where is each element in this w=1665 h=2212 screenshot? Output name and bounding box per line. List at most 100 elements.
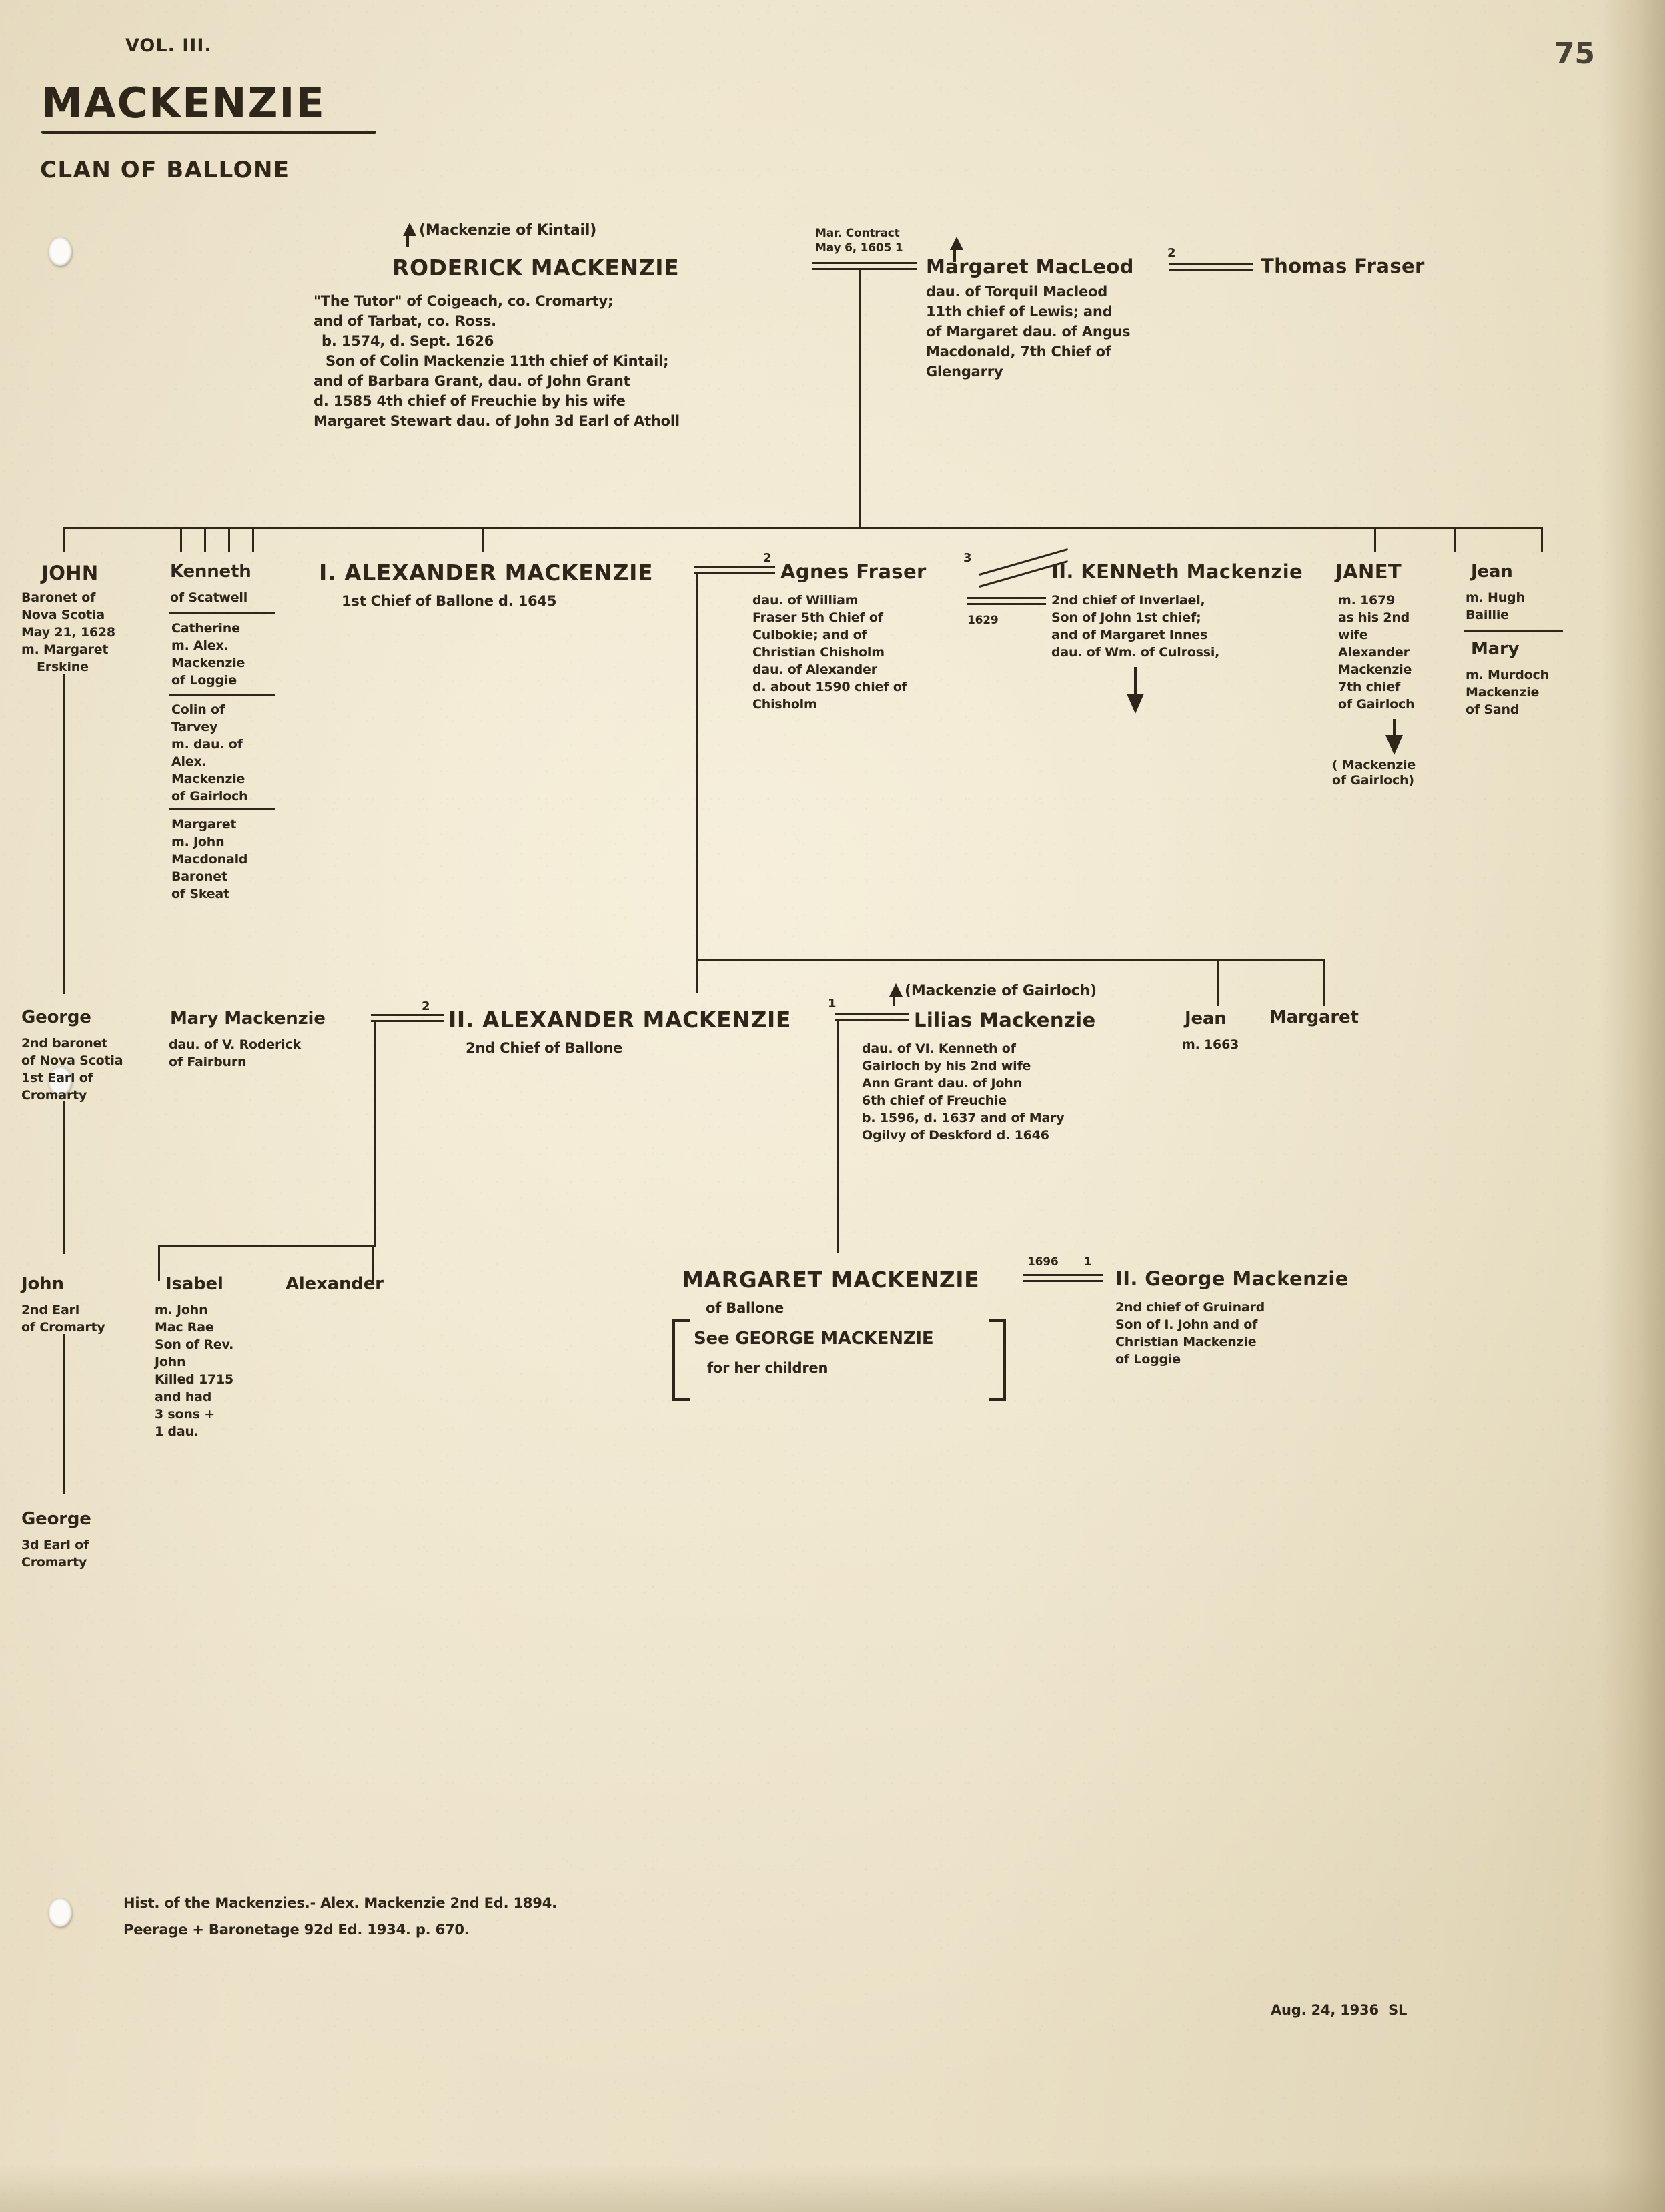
kenneth-inv-arrow-stem <box>1134 667 1137 698</box>
descent-line-mary-alexander <box>374 1021 376 1247</box>
descent-line-john <box>63 674 65 994</box>
kenneth-child2-l0: Margaret <box>171 817 237 832</box>
gen2-john-detail-3: m. Margaret <box>21 642 109 657</box>
macleod-arrow-up-icon <box>950 237 963 250</box>
lilias-detail-5: Ogilvy of Deskford d. 1646 <box>862 1128 1049 1143</box>
janet-detail-4: Mackenzie <box>1338 662 1412 677</box>
page-bottom-shadow <box>0 2165 1665 2212</box>
gen2-john-detail-2: May 21, 1628 <box>21 625 115 640</box>
isabel-detail-2: Son of Rev. <box>155 1337 234 1352</box>
agnes-detail-5: d. about 1590 chief of <box>752 680 907 694</box>
gen3-mary-detail-1: of Fairburn <box>169 1055 247 1069</box>
macleod-arrow-stem <box>953 247 956 262</box>
lilias-detail-2: Ann Grant dau. of John <box>862 1076 1022 1091</box>
gairloch-arrow-up-icon <box>889 983 903 997</box>
kenneth-child2-l1: m. John <box>171 835 225 849</box>
gen3-margaret-name: Margaret <box>1269 1007 1359 1027</box>
page-right-shadow <box>1601 0 1665 2212</box>
gen2-mary-name: Mary <box>1471 639 1520 659</box>
gen2-john-detail-4: Erskine <box>37 660 89 674</box>
mary-detail-0: m. Murdoch <box>1466 668 1549 682</box>
marriage-equals-alexander2-lilias <box>835 1013 909 1021</box>
page-title: MACKENZIE <box>41 79 326 127</box>
kenneth-child0-l1: m. Alex. <box>171 638 229 653</box>
kenneth-child1-l4: Mackenzie <box>171 772 245 786</box>
mary-detail-2: of Sand <box>1466 702 1520 717</box>
gen5-george-detail-0: 3d Earl of <box>21 1538 89 1552</box>
roderick-detail-4: and of Barbara Grant, dau. of John Grant <box>314 373 630 389</box>
macleod-detail-3: Macdonald, 7th Chief of <box>926 344 1111 360</box>
jean-mary-bus <box>1454 527 1541 529</box>
gen3-lilias-name: Lilias Mackenzie <box>914 1009 1096 1031</box>
kenneth-inv-detail-2: and of Margaret Innes <box>1051 628 1208 642</box>
kenneth-child2-l2: Macdonald <box>171 852 248 867</box>
gen3-stub-alexander <box>696 959 698 993</box>
margaret-macleod-name: Margaret MacLeod <box>926 255 1134 278</box>
gen5-george-detail-1: Cromarty <box>21 1555 87 1570</box>
macleod-detail-2: of Margaret dau. of Angus <box>926 324 1131 340</box>
kenneth-child0-l0: Catherine <box>171 621 240 636</box>
gen2-janet-name: JANET <box>1335 560 1402 583</box>
marriage-equals-mary-alexander2 <box>371 1014 444 1022</box>
gen4-george-mk-name: II. George Mackenzie <box>1115 1267 1349 1290</box>
descent-line-alexander <box>696 572 698 959</box>
gairloch-arrow-stem <box>893 994 895 1006</box>
janet-detail-0: m. 1679 <box>1338 593 1396 608</box>
roderick-detail-1: and of Tarbat, co. Ross. <box>314 313 496 329</box>
roderick-detail-5: d. 1585 4th chief of Freuchie by his wif… <box>314 393 626 409</box>
gen4-john-name: John <box>21 1274 64 1294</box>
gen2-john-name: JOHN <box>41 562 99 584</box>
jean-mary-rule <box>1464 630 1563 632</box>
gen4-john-detail-0: 2nd Earl <box>21 1303 80 1317</box>
gen3-stub-margaret <box>1323 959 1325 1006</box>
kenneth-inv-arrow-down-icon <box>1127 694 1144 714</box>
kenneth-inv-detail-0: 2nd chief of Inverlael, <box>1051 593 1205 608</box>
kenneth-child1-l5: of Gairloch <box>171 789 248 804</box>
george-detail-2: 1st Earl of <box>21 1071 93 1085</box>
roderick-detail-2: b. 1574, d. Sept. 1626 <box>322 333 494 349</box>
ancestor-arrow-stem <box>406 233 409 247</box>
george-mk-detail-2: Christian Mackenzie <box>1115 1335 1257 1349</box>
gen2-john-detail-1: Nova Scotia <box>21 608 105 622</box>
gen2-kenneth-detail-0: of Scatwell <box>170 590 248 605</box>
marriage-equals-margaret-thomas <box>1169 263 1253 271</box>
gairloch-ancestor-ref: (Mackenzie of Gairloch) <box>905 983 1097 999</box>
kenneth-child0-l3: of Loggie <box>171 673 237 688</box>
gen2-john-detail-0: Baronet of <box>21 590 96 605</box>
gen2-alexander-name: I. ALEXANDER MACKENZIE <box>319 560 654 586</box>
marriage-contract-line-1: May 6, 1605 1 <box>815 241 903 255</box>
gen3-stub-jean <box>1217 959 1219 1006</box>
thomas-fraser-name: Thomas Fraser <box>1261 255 1425 278</box>
george-mk-detail-0: 2nd chief of Gruinard <box>1115 1300 1265 1315</box>
gen4-stub-isabel <box>158 1245 160 1281</box>
volume-label: VOL. III. <box>125 35 212 56</box>
source-line-0: Hist. of the Mackenzies.- Alex. Mackenzi… <box>123 1895 557 1911</box>
agnes-detail-6: Chisholm <box>752 697 817 712</box>
descent-line-gen1 <box>859 270 861 527</box>
punch-hole-top <box>48 237 72 266</box>
janet-detail-2: wife <box>1338 628 1368 642</box>
kenneth-child1-l0: Colin of <box>171 702 225 717</box>
roderick-detail-3: Son of Colin Mackenzie 11th chief of Kin… <box>326 353 669 369</box>
gen3-george-name: George <box>21 1007 91 1027</box>
gen2-stub-john <box>63 527 65 552</box>
isabel-detail-3: John <box>155 1355 186 1369</box>
jean-detail-1: Baillie <box>1466 608 1509 622</box>
gen3-jean-detail-0: m. 1663 <box>1182 1037 1239 1052</box>
gen4-alexander-name: Alexander <box>286 1274 384 1294</box>
margaret-macleod-marriage-index: 2 <box>1167 246 1176 260</box>
gen3-mary-detail-0: dau. of V. Roderick <box>169 1037 301 1052</box>
gen3-jean-name: Jean <box>1185 1009 1227 1029</box>
kenneth-child2-l3: Baronet <box>171 869 227 884</box>
gen2-stub-alexander <box>482 527 484 552</box>
kenneth-child1-l3: Alex. <box>171 754 207 769</box>
george-mk-detail-3: of Loggie <box>1115 1352 1181 1367</box>
ancestor-arrow-up-icon <box>403 223 416 236</box>
marriage-equals-alexander-agnes <box>694 566 775 574</box>
agnes-detail-4: dau. of Alexander <box>752 662 877 677</box>
gen2-kenneth-inverlael-name: II. KENNeth Mackenzie <box>1051 560 1303 583</box>
descent-line-john2 <box>63 1334 65 1494</box>
kenneth-rule-3 <box>169 808 275 810</box>
